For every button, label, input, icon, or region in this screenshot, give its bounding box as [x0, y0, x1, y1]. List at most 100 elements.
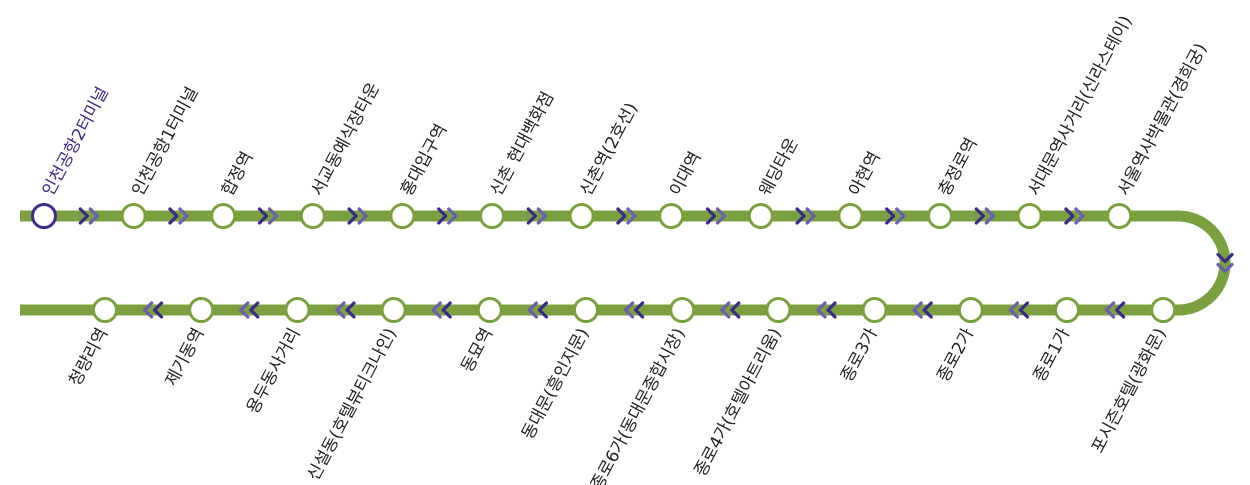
- chevron-icon: [168, 207, 179, 225]
- chevron-icon: [1216, 262, 1234, 274]
- station-marker[interactable]: [573, 297, 599, 323]
- station-label: 종로2가: [933, 325, 978, 386]
- chevron-icon: [345, 301, 356, 319]
- station-label: 서교동예식장타운: [308, 79, 384, 199]
- double-chevron-right-icon: [347, 207, 368, 225]
- station-label: 종로3가: [837, 325, 882, 386]
- double-chevron-left-icon: [335, 301, 356, 319]
- station-label: 종로6가(동대문종합시장): [587, 325, 689, 485]
- route-line: [20, 210, 1231, 316]
- station-marker[interactable]: [210, 203, 237, 229]
- double-chevron-left-icon: [527, 301, 549, 319]
- double-chevron-right-icon: [257, 207, 279, 225]
- station-label: 서대문역사거리(신라스테이): [1024, 13, 1136, 200]
- station-marker[interactable]: [765, 297, 792, 323]
- double-chevron-right-icon: [974, 207, 995, 225]
- chevron-icon: [623, 301, 635, 319]
- station-label: 포시즌호텔(광화문): [1088, 325, 1171, 457]
- chevron-icon: [1018, 301, 1030, 319]
- chevron-icon: [912, 301, 923, 319]
- chevron-icon: [88, 207, 99, 225]
- chevron-icon: [633, 301, 645, 319]
- station-marker[interactable]: [1016, 203, 1043, 229]
- station-label: 충정로역: [935, 135, 982, 200]
- station-label: 청량리역: [65, 325, 112, 390]
- chevron-icon: [536, 207, 547, 225]
- station-marker[interactable]: [188, 297, 215, 323]
- station-label: 신설동(호텔뷰티크나인): [304, 325, 401, 484]
- station-label: 웨딩타운: [756, 135, 803, 200]
- chevron-icon: [441, 301, 452, 319]
- chevron-icon: [239, 301, 250, 319]
- chevron-icon: [447, 207, 458, 225]
- station-label: 홍대입구역: [397, 121, 451, 199]
- station-marker[interactable]: [1150, 297, 1177, 323]
- double-chevron-left-icon: [720, 301, 741, 319]
- chevron-icon: [347, 207, 358, 225]
- double-chevron-right-icon: [526, 207, 547, 225]
- station-marker[interactable]: [669, 297, 696, 323]
- station-label: 신촌 현대백화점: [487, 89, 559, 200]
- station-marker[interactable]: [747, 203, 774, 229]
- chevron-icon: [1104, 301, 1116, 319]
- chevron-icon: [249, 301, 260, 319]
- station-label: 제기동역: [162, 325, 209, 390]
- station-label: 신촌역(2호선): [576, 100, 642, 200]
- chevron-icon: [1216, 252, 1234, 264]
- station-label: 인천공항1터미널: [128, 84, 202, 200]
- station-marker[interactable]: [389, 203, 416, 229]
- station-marker[interactable]: [120, 203, 147, 229]
- station-marker[interactable]: [861, 297, 888, 323]
- station-marker[interactable]: [380, 297, 407, 323]
- chevron-icon: [885, 207, 896, 225]
- chevron-icon: [437, 207, 448, 225]
- double-chevron-right-icon: [616, 207, 637, 225]
- station-marker[interactable]: [31, 203, 57, 229]
- chevron-icon: [922, 301, 933, 319]
- chevron-icon: [805, 207, 816, 225]
- station-marker[interactable]: [927, 203, 953, 229]
- station-marker[interactable]: [284, 297, 311, 323]
- double-chevron-left-icon: [431, 301, 452, 319]
- station-marker[interactable]: [299, 203, 326, 229]
- chevron-icon: [431, 301, 442, 319]
- station-marker[interactable]: [479, 203, 505, 229]
- double-chevron-right-icon: [1064, 207, 1085, 225]
- route-track: [20, 210, 1231, 316]
- chevron-icon: [720, 301, 731, 319]
- station-marker[interactable]: [658, 203, 685, 229]
- chevron-icon: [1008, 301, 1020, 319]
- station-label: 종로1가: [1030, 325, 1075, 386]
- station-marker[interactable]: [476, 297, 503, 323]
- station-label: 동대문(흥인지문): [518, 325, 593, 443]
- station-marker[interactable]: [1054, 297, 1080, 323]
- double-chevron-left-icon: [1008, 301, 1030, 319]
- double-chevron-left-icon: [143, 301, 164, 319]
- station-stops: [31, 203, 1177, 323]
- station-marker[interactable]: [957, 297, 984, 323]
- direction-arrows: [78, 207, 1234, 319]
- station-label: 합정역: [218, 149, 258, 200]
- station-marker[interactable]: [837, 203, 864, 229]
- station-label: 서울역사박물관(경희궁): [1114, 40, 1211, 199]
- chevron-icon: [335, 301, 346, 319]
- double-chevron-right-icon: [885, 207, 906, 225]
- chevron-icon: [974, 207, 985, 225]
- chevron-icon: [715, 207, 727, 225]
- station-marker[interactable]: [1106, 203, 1133, 229]
- chevron-icon: [153, 301, 164, 319]
- double-chevron-right-icon: [705, 207, 727, 225]
- station-marker[interactable]: [568, 203, 595, 229]
- double-chevron-down-icon: [1216, 252, 1234, 274]
- double-chevron-right-icon: [168, 207, 189, 225]
- chevron-icon: [705, 207, 717, 225]
- station-marker[interactable]: [92, 297, 118, 323]
- chevron-icon: [984, 207, 995, 225]
- chevron-icon: [895, 207, 906, 225]
- double-chevron-right-icon: [795, 207, 816, 225]
- chevron-icon: [78, 207, 89, 225]
- chevron-icon: [267, 207, 279, 225]
